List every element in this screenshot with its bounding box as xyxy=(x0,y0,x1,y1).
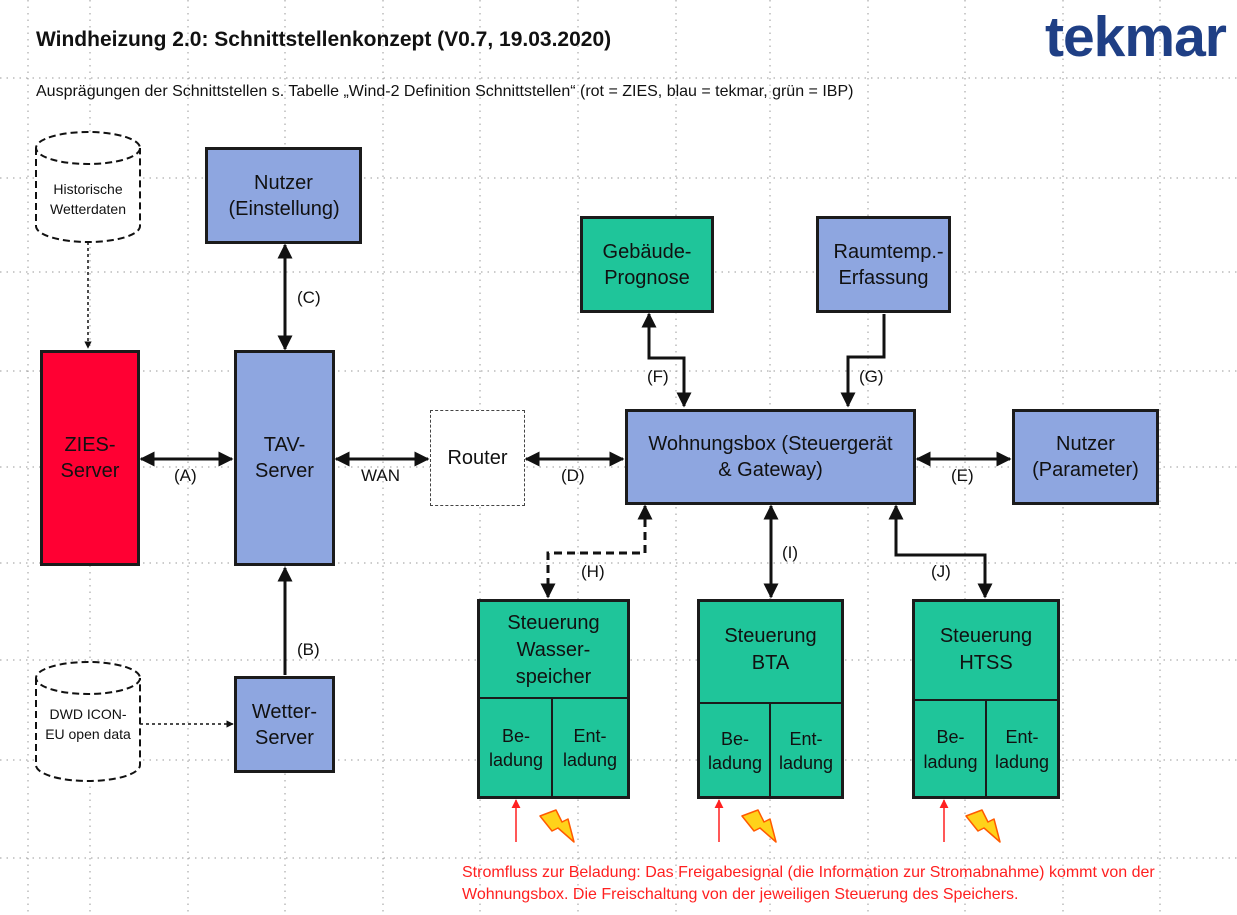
room-temp-label: Raumtemp.-Erfassung xyxy=(833,240,944,289)
link-a-label: (A) xyxy=(174,466,197,485)
dwd-cylinder xyxy=(35,661,141,782)
link-f-label: (F) xyxy=(647,367,669,386)
diagram-subtitle: Ausprägungen der Schnittstellen s. Tabel… xyxy=(36,83,854,100)
user-settings-label: Nutzer (Einstellung) xyxy=(228,171,340,220)
diagram-title: Windheizung 2.0: Schnittstellenkonzept (… xyxy=(36,28,612,51)
link-i-label: (I) xyxy=(782,543,799,562)
link-h-label: (H) xyxy=(581,562,605,581)
building-forecast-box: Gebäude-Prognose xyxy=(580,216,714,313)
historic-weather-cylinder xyxy=(35,131,141,243)
room-temp-box: Raumtemp.-Erfassung xyxy=(816,216,951,313)
router-label: Router xyxy=(447,447,508,469)
ctrl-htss-label: Steuerung HTSS xyxy=(939,625,1033,674)
tekmar-logo: tekmar xyxy=(1045,5,1227,69)
lightning-icon-water xyxy=(539,809,575,843)
link-f xyxy=(641,312,692,408)
link-c-label: (C) xyxy=(297,288,321,307)
htss-discharge-label: Ent-ladung xyxy=(994,727,1050,772)
user-params-label: Nutzer (Parameter) xyxy=(1032,433,1139,481)
apartment-box-label: Wohnungsbox (Steuergerät & Gateway) xyxy=(648,433,893,481)
dwd-label: DWD ICON-EU open data xyxy=(45,706,131,742)
user-settings-box: Nutzer (Einstellung) xyxy=(205,147,362,244)
router-box: Router xyxy=(430,410,525,506)
link-b-label: (B) xyxy=(297,640,320,659)
power-flow-note: Stromfluss zur Beladung: Das Freigabesig… xyxy=(462,864,1155,903)
user-params-box: Nutzer (Parameter) xyxy=(1012,409,1159,505)
link-j-label: (J) xyxy=(931,562,951,581)
ctrl-water-label: Steuerung Wasser-speicher xyxy=(507,611,600,688)
lightning-icon-htss xyxy=(965,809,1001,843)
htss-charge-label: Be-ladung xyxy=(923,727,978,772)
tav-server-label: TAV-Server xyxy=(255,434,314,482)
ctrl-htss-dividers xyxy=(912,699,1060,799)
zies-server-label: ZIES-Server xyxy=(60,434,120,482)
link-g xyxy=(840,314,886,408)
ctrl-bta-label: Steuerung BTA xyxy=(724,625,817,674)
link-wan-label: WAN xyxy=(361,466,401,485)
bta-charge-label: Be-ladung xyxy=(707,728,763,773)
apartment-box: Wohnungsbox (Steuergerät & Gateway) xyxy=(625,409,916,505)
ctrl-water-dividers xyxy=(477,697,630,799)
link-e-label: (E) xyxy=(951,466,974,485)
water-charge-label: Be-ladung xyxy=(488,725,544,770)
bta-discharge-label: Ent-ladung xyxy=(778,728,834,773)
weather-server-box: Wetter-Server xyxy=(234,676,335,773)
weather-server-label: Wetter-Server xyxy=(251,700,318,749)
lightning-icon-bta xyxy=(741,809,777,843)
link-d-label: (D) xyxy=(561,466,585,485)
tav-server-box: TAV-Server xyxy=(234,350,335,566)
water-discharge-label: Ent-ladung xyxy=(562,725,618,770)
ctrl-bta-dividers xyxy=(697,702,844,799)
building-forecast-label: Gebäude-Prognose xyxy=(602,240,692,289)
link-h xyxy=(540,504,653,599)
link-j xyxy=(888,504,993,599)
historic-weather-label: Historische Wetterdaten xyxy=(49,181,126,217)
link-g-label: (G) xyxy=(859,367,884,386)
zies-server-box: ZIES-Server xyxy=(40,350,140,566)
